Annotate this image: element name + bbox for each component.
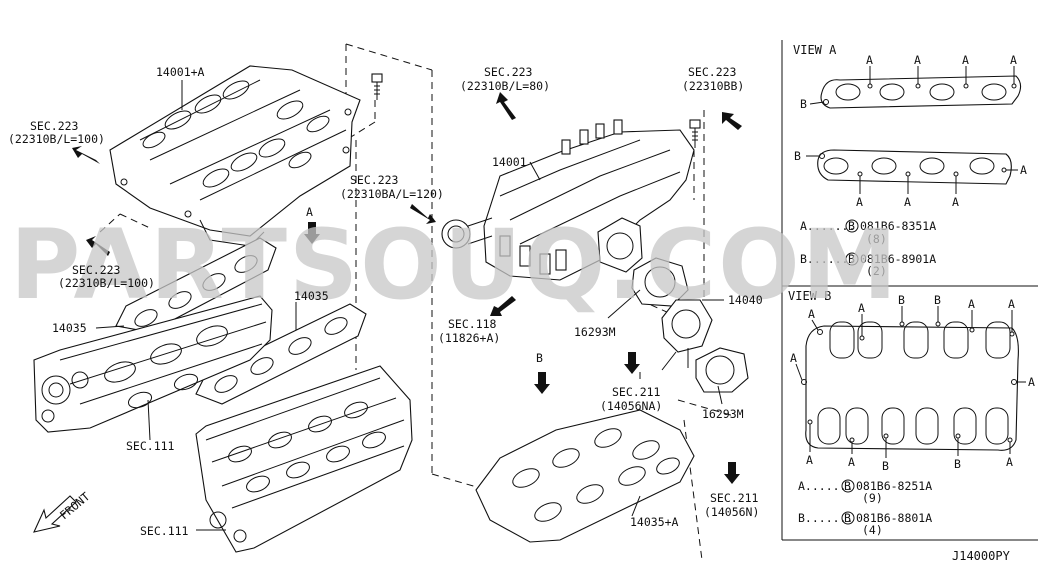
arrow-sec223-mid	[410, 204, 436, 224]
view-b-letter-a6: A	[1028, 375, 1035, 389]
view-a-letter-a5: A	[1020, 163, 1027, 177]
view-a-letter-b1: B	[800, 97, 807, 111]
view-a-legend-b-qty: (2)	[866, 264, 887, 278]
callout-sec118-b: (11826+A)	[438, 331, 500, 345]
callout-14035a: 14035+A	[630, 515, 679, 529]
arrow-sec223-left	[72, 146, 100, 164]
view-a-legend-a-qty: (8)	[866, 232, 887, 246]
view-a-legend-a-code: 081B6-8351A	[860, 219, 936, 233]
callout-sec223-mid-b: (22310BA/L=120)	[340, 187, 444, 201]
view-b-letter-b3: B	[882, 459, 889, 473]
view-b-letter-a2: A	[858, 301, 865, 315]
lower-gasket-center	[475, 409, 695, 543]
callout-sec223-mid-a: SEC.223	[350, 173, 399, 187]
callout-sec118-a: SEC.118	[448, 317, 497, 331]
watermark: PARTSOUQ.COM	[10, 209, 899, 321]
callout-sec211-a1: SEC.211	[612, 385, 661, 399]
callout-sec223-lower-b: (22310B/L=100)	[58, 276, 155, 290]
callout-sec223-left-b: (22310B/L=100)	[8, 132, 105, 146]
view-b-letter-b4: B	[954, 457, 961, 471]
view-a-legend-b-bolt: B	[848, 252, 855, 266]
callout-sec223-right-b: (22310BB)	[682, 79, 744, 93]
view-a-legend-b-dots: B.......	[800, 252, 855, 266]
callout-14035-top: 14035	[294, 289, 329, 303]
view-b-letter-a7: A	[806, 453, 813, 467]
intake-manifold-center	[441, 119, 701, 281]
view-a-letter-a1: A	[866, 53, 873, 67]
callout-sec211-a2: (14056NA)	[600, 399, 662, 413]
front-arrow: FRONT	[33, 489, 93, 533]
callout-sec111-a: SEC.111	[126, 439, 175, 453]
callout-14035-left: 14035	[52, 321, 87, 335]
diagram-code: J14000PY	[952, 549, 1011, 563]
view-b-letter-a3: A	[968, 297, 975, 311]
arrow-sec223-right	[722, 112, 742, 130]
view-a-letter-b2: B	[794, 149, 801, 163]
egr-gaskets	[631, 257, 749, 393]
callout-sec223-top-a: SEC.223	[484, 65, 533, 79]
direction-arrows	[72, 92, 742, 484]
view-a-legend-b-code: 081B6-8901A	[860, 252, 936, 266]
callout-16293m-a: 16293M	[574, 325, 616, 339]
view-b-letter-a9: A	[1006, 455, 1013, 469]
view-a-letter-a2: A	[914, 53, 921, 67]
arrow-sec223-top	[496, 92, 516, 120]
callout-14001a: 14001+A	[156, 65, 205, 79]
arrow-a	[304, 222, 320, 244]
callout-sec211-b1: SEC.211	[710, 491, 759, 505]
callout-sec111-b: SEC.111	[140, 524, 189, 538]
arrow-sec118	[490, 296, 516, 316]
view-b-letter-a5: A	[790, 351, 797, 365]
view-b-legend-a-qty: (9)	[862, 491, 883, 505]
view-a-title: VIEW A	[793, 43, 837, 57]
callout-sec211-b2: (14056N)	[704, 505, 759, 519]
view-b-legend-a-code: 081B6-8251A	[856, 479, 932, 493]
view-b-letter-b2: B	[934, 293, 941, 307]
callout-labels: 14001+A SEC.223 (22310B/L=100) SEC.223 (…	[8, 65, 1011, 563]
view-b-legend-a-dots: A.......	[798, 479, 853, 493]
view-a-letter-a8: A	[952, 195, 959, 209]
view-b: VIEW B A A B B A A A A A A	[788, 289, 1035, 537]
view-b-legend-b-code: 081B6-8801A	[856, 511, 932, 525]
callout-14040: 14040	[728, 293, 763, 307]
callout-16293m-b: 16293M	[702, 407, 744, 421]
callout-14001: 14001	[492, 155, 527, 169]
view-b-letter-a1: A	[808, 307, 815, 321]
view-a-legend-a-dots: A.......	[800, 219, 855, 233]
view-b-letter-a4: A	[1008, 297, 1015, 311]
callout-sec223-left-a: SEC.223	[30, 119, 79, 133]
view-a-letter-a4: A	[1010, 53, 1017, 67]
view-b-legend-b-dots: B.......	[798, 511, 853, 525]
view-b-letter-b1: B	[898, 293, 905, 307]
callout-label-b: B	[536, 351, 543, 365]
callout-sec223-top-b: (22310B/L=80)	[460, 79, 550, 93]
view-b-legend-b-qty: (4)	[862, 523, 883, 537]
arrow-sec211-a	[624, 352, 640, 374]
arrow-sec223-lower	[86, 236, 110, 256]
callout-sec223-right-a: SEC.223	[688, 65, 737, 79]
cylinder-head-right	[195, 365, 413, 553]
view-a: VIEW A A A A A B B A A A A A.......	[793, 43, 1027, 278]
view-a-legend-a-bolt: B	[848, 219, 855, 233]
callout-label-a: A	[306, 205, 313, 219]
view-a-letter-a3: A	[962, 53, 969, 67]
leader-lines	[95, 80, 724, 531]
arrow-b	[534, 372, 550, 394]
view-panels	[781, 40, 1038, 541]
view-b-legend-a-bolt: B	[844, 479, 851, 493]
callout-sec223-lower-a: SEC.223	[72, 263, 121, 277]
cylinder-head-left	[33, 295, 273, 433]
manifold-bolt	[371, 73, 383, 100]
view-a-letter-a6: A	[856, 195, 863, 209]
view-b-legend-b-bolt: B	[844, 511, 851, 525]
upper-intake-manifold-left	[109, 65, 361, 247]
arrow-sec211-b	[724, 462, 740, 484]
view-a-letter-a7: A	[904, 195, 911, 209]
view-b-letter-a8: A	[848, 455, 855, 469]
view-b-title: VIEW B	[788, 289, 831, 303]
